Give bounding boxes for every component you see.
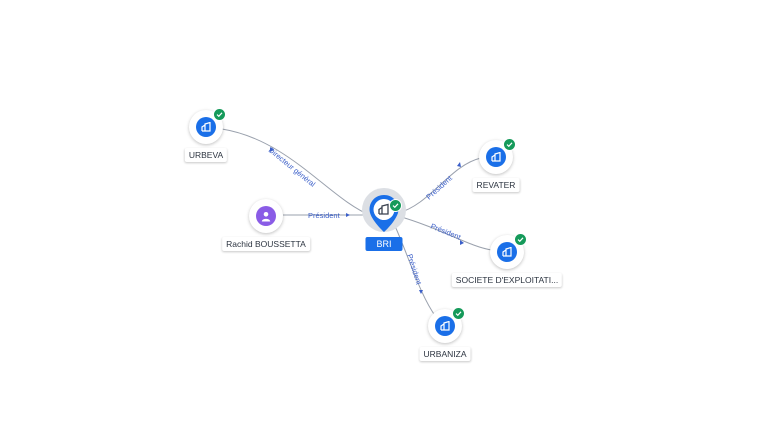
center-label: BRI (365, 237, 403, 251)
edge-label-societe: Président (429, 222, 463, 243)
building-icon (486, 147, 506, 167)
node-disc (479, 138, 516, 174)
node-disc (490, 233, 527, 269)
building-icon (196, 117, 216, 137)
building-icon (378, 203, 389, 215)
node-disc (428, 307, 465, 343)
edge-arrow-societe (460, 240, 464, 245)
edge-label-revater: Président (424, 173, 454, 202)
node-label: Rachid BOUSSETTA (222, 237, 310, 251)
node-disc (249, 199, 283, 233)
building-icon (435, 316, 455, 336)
edge-arrow-urbeva (270, 147, 274, 152)
verified-check-icon (452, 307, 465, 320)
verified-check-icon (389, 199, 402, 212)
edge-urbeva (221, 128, 373, 217)
edge-arrow-revater (457, 162, 461, 167)
verified-check-icon (503, 138, 516, 151)
edge-arrow-urbaniza (419, 290, 423, 294)
building-icon (497, 242, 517, 262)
node-label: REVATER (472, 178, 520, 192)
edge-urbaniza (394, 225, 437, 318)
edge-revater (397, 157, 482, 214)
verified-check-icon (514, 233, 527, 246)
verified-check-icon (213, 108, 226, 121)
node-label: SOCIETE D'EXPLOITATI... (451, 273, 563, 287)
node-label: URBANIZA (419, 347, 471, 361)
node-label: URBEVA (184, 148, 228, 162)
node-disc (189, 108, 226, 144)
edge-arrow-rachid (346, 213, 350, 217)
edge-label-urbeva: Directeur général (267, 146, 318, 189)
edge-societe (397, 215, 493, 251)
person-icon (256, 206, 276, 226)
edge-label-rachid: Président (308, 211, 341, 220)
edge-label-urbaniza: Président (405, 253, 424, 287)
